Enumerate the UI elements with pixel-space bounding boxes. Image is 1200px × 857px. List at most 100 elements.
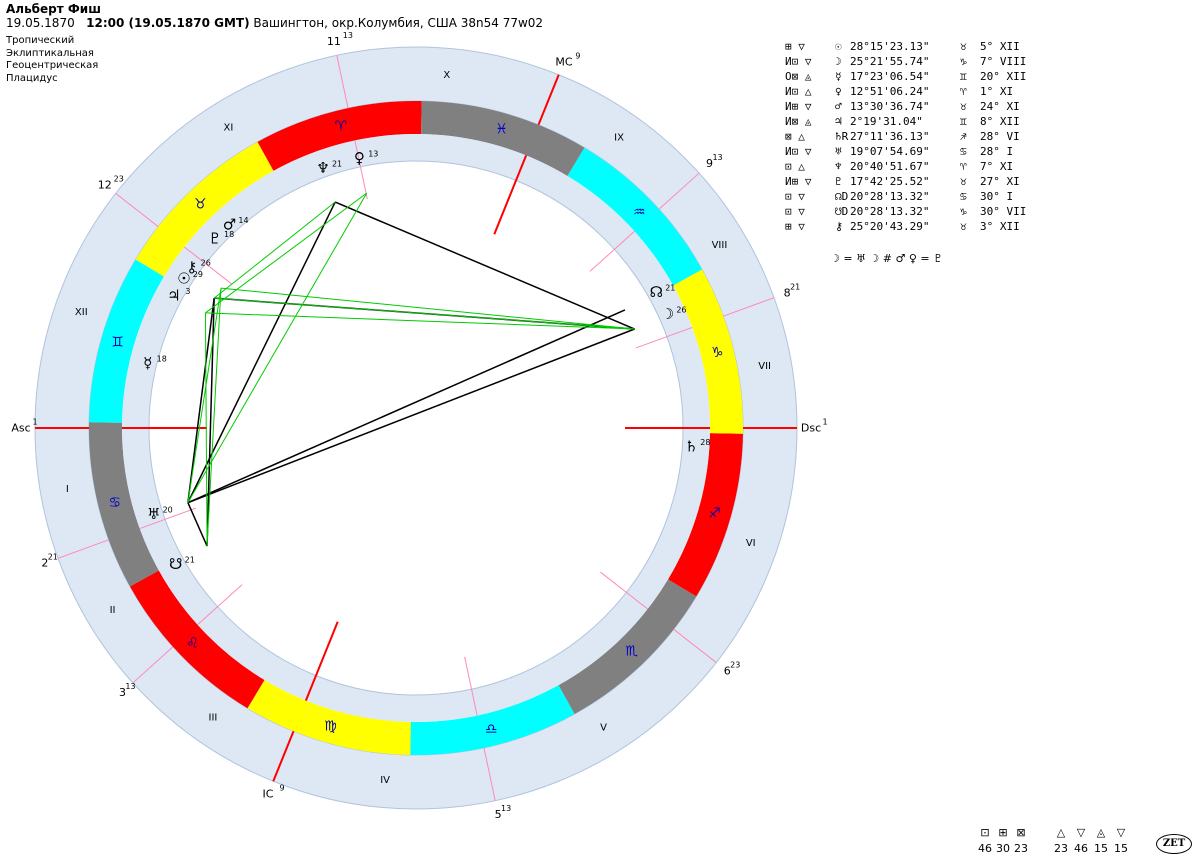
planet-icon: ☋ [169,555,182,573]
planet-symbol: ♃ [835,115,842,128]
cusp-degree: 13 [501,804,511,813]
cusp-label: 11 [327,35,341,48]
aspect-formula: ☽ = ♅ ☽ # ♂ ♀ = ♇ [830,252,943,265]
center-setting: Геоцентрическая [6,60,99,71]
cross-square-count: 23 [1014,842,1028,855]
planet-symbol: ☽ [835,55,842,68]
house-cusp-line [132,646,174,684]
planet-symbol: ☿ [835,70,842,83]
house-number: II [110,605,116,616]
cusp-degree: 1 [822,418,827,427]
aspect-symbols: ⊞ ▽ [785,40,805,53]
aspect-line [214,297,635,330]
house-number: VII [758,361,771,372]
triangle-up-count: 23 [1054,842,1068,855]
triangle-down-icon: ▽ [1076,826,1086,839]
planet-icon: ♂ [223,216,236,234]
planet-degree: 3 [185,287,190,296]
sign-sector [89,422,159,587]
sign-glyph-icon: ♋ [108,495,121,511]
planet-symbol: ⚷ [835,220,844,233]
aspect-line [187,288,222,503]
planet-symbol: ♄R [835,130,849,143]
sign-symbol: ♉ [960,100,967,113]
house-cusp-inner [589,230,635,272]
house-position: 3° XII [980,220,1020,233]
sign-sector [129,570,265,709]
sign-symbol: ♐ [960,130,967,143]
house-number: X [443,70,450,81]
planet-icon: ☿ [143,354,152,372]
birth-data: 19.05.1870 12:00 (19.05.1870 GMT) Вашинг… [6,16,543,30]
sign-sector [247,680,411,755]
aspect-symbols: И⊠ ◬ [785,115,812,128]
planet-degree: 13 [368,149,378,158]
planet-degree: 14 [238,216,248,225]
house-system-setting: Плацидус [6,72,58,84]
cusp-label: Asc [11,422,30,435]
house-cusp-line [336,55,349,109]
house-cusp-inner [493,155,528,235]
position-value: 20°28'13.32" [850,205,930,218]
position-value: 20°28'13.32" [850,190,930,203]
planet-icon: ♃ [167,287,180,305]
position-value: 17°42'25.52" [850,175,930,188]
house-position: 20° XII [980,70,1027,83]
aspect-symbols: O⊠ ◬ [785,70,812,83]
sign-symbol: ♉ [960,175,967,188]
planet-icon: ☊ [650,283,663,301]
house-cusp-inner [304,621,339,701]
cusp-label: Dsc [801,422,821,435]
sign-symbol: ♑ [960,205,967,218]
planet-symbol: ♆ [835,160,842,173]
house-position: 30° VII [980,205,1027,218]
sign-symbol: ♉ [960,40,967,53]
house-number: VIII [712,240,728,251]
sign-sector [558,579,697,715]
cusp-label: 5 [495,808,502,821]
sign-glyph-icon: ♓ [495,122,508,138]
planet-degree: 18 [224,230,234,239]
zet-logo[interactable]: ZET [1156,834,1192,854]
triangle-up-icon: △ [1056,826,1066,839]
chart-settings: Тропический Эклиптикальная Геоцентрическ… [6,35,98,85]
position-value: 2°19'31.04" [850,115,923,128]
house-position: 24° XI [980,100,1020,113]
cusp-label: 3 [119,686,126,699]
sign-glyph-icon: ♉ [194,197,207,213]
aspect-line [187,298,215,503]
triangle-down-dot-count: 15 [1114,842,1128,855]
birth-date: 19.05.1870 [6,16,75,30]
house-cusp-inner [197,584,243,626]
sign-sector [410,685,575,755]
planet-degree: 21 [665,284,675,293]
sign-glyph-icon: ♑ [711,345,724,361]
cusp-degree: 23 [114,174,124,183]
position-value: 25°20'43.29" [850,220,930,233]
cusp-label: IC [263,788,274,801]
planet-symbol: ♇ [835,175,842,188]
aspect-line [187,309,626,504]
house-position: 8° XII [980,115,1020,128]
house-cusp-inner [354,140,368,200]
house-position: 27° XI [980,175,1020,188]
sign-sector [257,101,422,171]
house-cusp-inner [600,571,648,610]
sign-symbol: ♋ [960,145,967,158]
house-cusp-line [723,297,775,317]
cusp-degree: 1 [32,418,37,427]
sign-symbol: ♋ [960,190,967,203]
planet-degree: 28 [700,438,710,447]
aspect-line [213,201,336,299]
position-value: 12°51'06.24" [850,85,930,98]
house-cusp-line [658,172,700,210]
birth-time: 12:00 (19.05.1870 GMT) [86,16,250,30]
cusp-label: 2 [41,557,48,570]
house-cusp-line [483,747,496,801]
cusp-label: MC [555,55,572,68]
planet-icon: ♄ [685,437,698,455]
cusp-degree: 9 [279,784,284,793]
sign-sector [668,433,743,597]
aspect-line [187,328,635,504]
